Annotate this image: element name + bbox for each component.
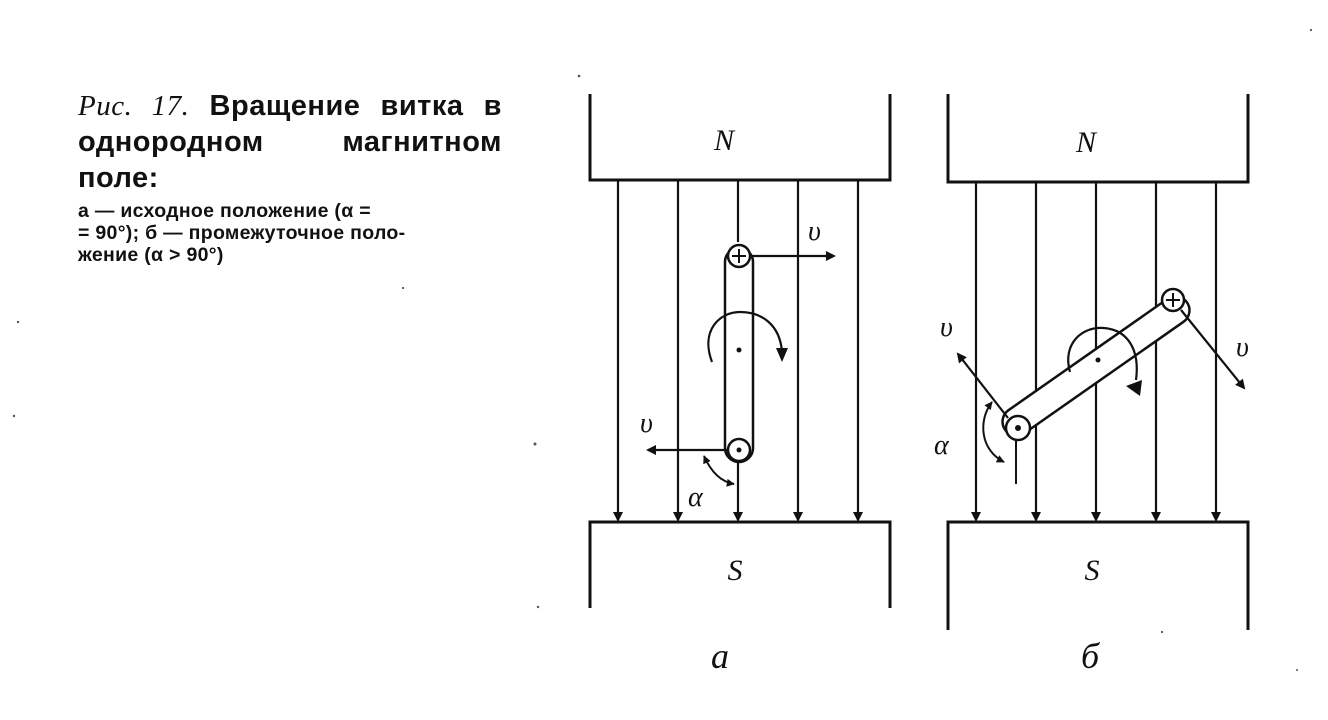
rotation-arc-b (1067, 326, 1138, 381)
figure-number: Рис. 17. (78, 90, 190, 122)
angle-arc-a (703, 455, 735, 487)
caption-line-1: а — исходное положение (α = (78, 200, 371, 222)
caption-title: Рис. 17. Вращение витка в однородном маг… (78, 88, 502, 196)
panel-a: N S υ υ α а (588, 94, 892, 676)
south-label-b: S (1085, 554, 1100, 587)
velocity-arrow-b-right (1180, 309, 1246, 390)
figure-caption: Рис. 17. Вращение витка в однородном маг… (78, 88, 502, 266)
south-pole-b (946, 520, 1250, 630)
angle-arc-b (982, 401, 1005, 463)
caption-description: а — исходное положение (α = = 90°); б — … (78, 200, 502, 266)
velocity-label-b-right: υ (1236, 332, 1249, 363)
angle-label-a: α (688, 482, 704, 513)
north-pole-b (946, 94, 1250, 184)
south-pole-a (588, 520, 892, 608)
angle-label-b: α (934, 430, 950, 461)
velocity-label-b-left: υ (940, 312, 953, 343)
conductor-dot-center-b (1015, 425, 1021, 431)
rotation-arrowhead-b (1126, 380, 1142, 396)
panel-b: N S υ υ (934, 94, 1250, 676)
velocity-label-a-bottom: υ (640, 408, 653, 439)
panel-label-a: а (711, 636, 729, 676)
north-label-a: N (713, 124, 736, 157)
velocity-arrow-b-left (956, 352, 1009, 419)
panel-label-b: б (1081, 636, 1101, 676)
south-label-a: S (728, 554, 743, 587)
coil-a (723, 246, 755, 464)
axis-dot-a (736, 347, 742, 353)
conductor-dot-center-a (736, 447, 742, 453)
rotation-arrowhead-a (776, 348, 788, 362)
caption-line-3: жение (α > 90°) (78, 244, 224, 266)
velocity-label-a-top: υ (808, 216, 821, 247)
axis-dot-b (1095, 357, 1101, 363)
caption-line-2: = 90°); б — промежуточное поло- (78, 222, 406, 244)
north-pole-a (588, 94, 892, 182)
north-label-b: N (1075, 126, 1098, 159)
caption-title-text: Вращение витка в однородном магнитном по… (78, 90, 502, 194)
rotation-arc-a (707, 310, 784, 363)
scan-specks (12, 28, 1313, 671)
